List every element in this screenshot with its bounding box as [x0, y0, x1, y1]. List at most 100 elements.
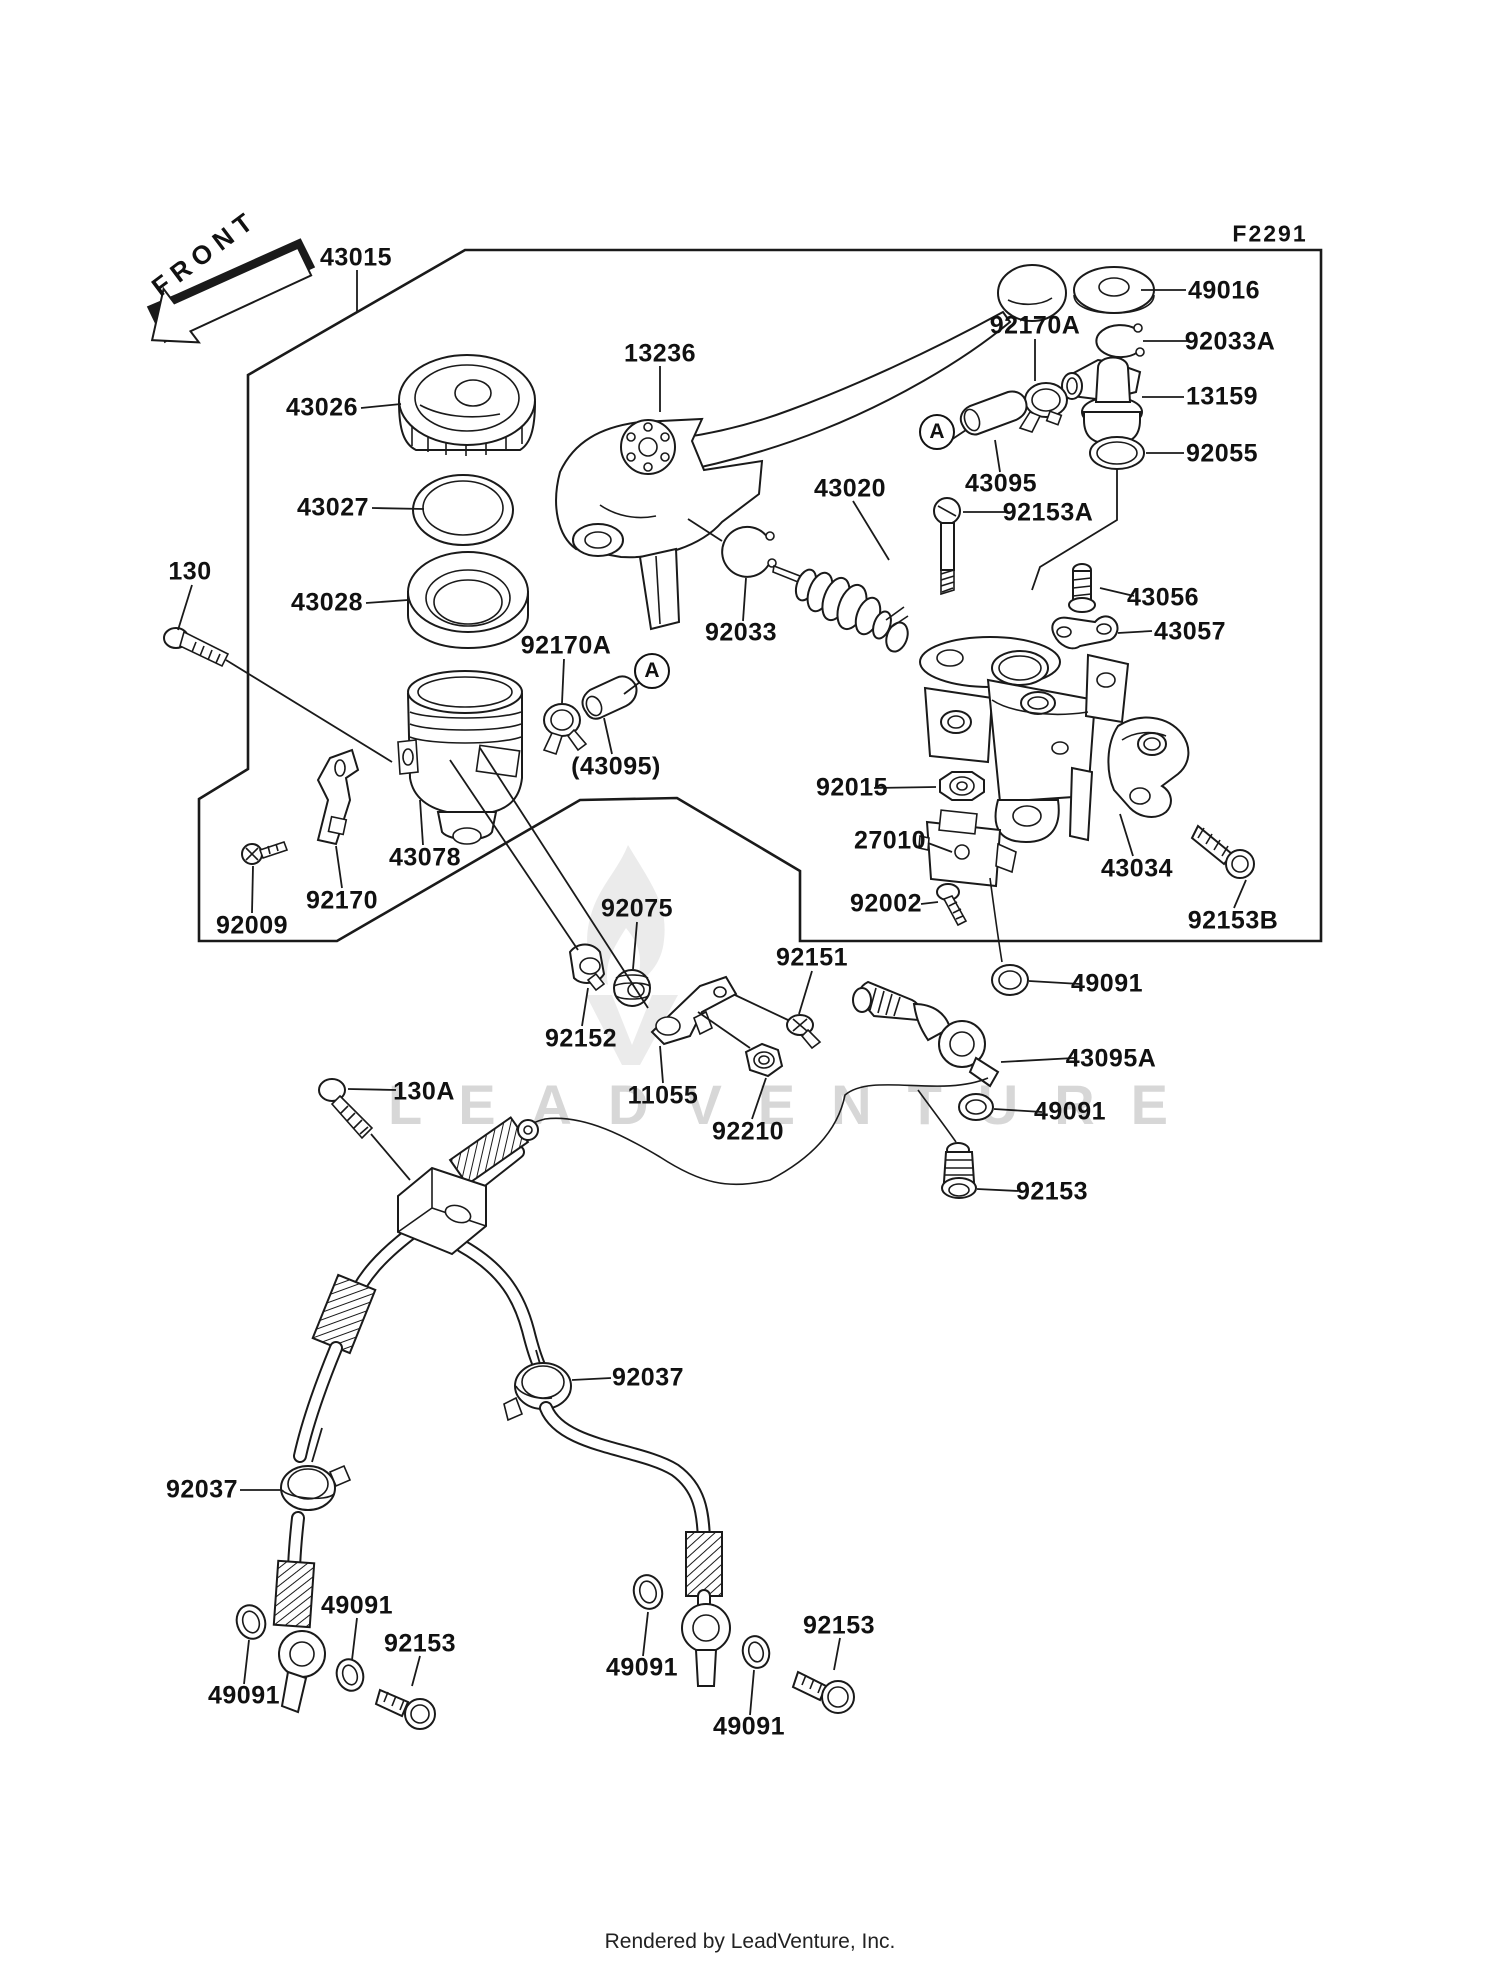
bolt-92153-bottom-left	[374, 1688, 436, 1730]
part-label-92153-35: 92153	[1015, 1177, 1089, 1206]
switch-27010	[918, 809, 1017, 888]
part-label-92210-31: 92210	[711, 1117, 785, 1146]
part-label-92153-44: 92153	[802, 1611, 876, 1640]
part-label-43057-16: 43057	[1153, 617, 1227, 646]
screw-92002	[936, 883, 968, 927]
part-label-13159-9: 13159	[1185, 382, 1259, 411]
circle-marker-A-0: A	[919, 414, 955, 450]
washer-49091-c	[235, 1604, 267, 1640]
part-label-92002-24: 92002	[849, 889, 923, 918]
bolt-92153B	[1190, 824, 1255, 879]
part-label-43078-20: 43078	[388, 843, 462, 872]
part-label-92009-23: 92009	[215, 911, 289, 940]
part-label-49091-34: 49091	[1033, 1097, 1107, 1126]
part-label-92037-38: 92037	[165, 1475, 239, 1504]
cap-diaphragm-43028	[407, 551, 529, 650]
washer-49091-b	[958, 1093, 994, 1121]
front-arrow	[146, 238, 316, 344]
part-label-49091-41: 49091	[207, 1681, 281, 1710]
clamp-92037-left	[280, 1464, 352, 1511]
part-label-43020-13: 43020	[813, 474, 887, 503]
part-label-49016-7: 49016	[1187, 276, 1261, 305]
circle-marker-A-1: A	[634, 653, 670, 689]
screw-92151	[786, 1014, 822, 1050]
part-label-49091-43: 49091	[712, 1712, 786, 1741]
part-label-130A-36: 130A	[393, 1077, 455, 1106]
banjo-bolt-92153-right	[941, 1142, 977, 1199]
part-label-92033-14: 92033	[704, 618, 778, 647]
lower-left-hose	[272, 1273, 377, 1714]
clamp-92170A-mid	[542, 703, 588, 756]
bolt-130A	[318, 1078, 374, 1140]
washer-49091-e	[632, 1574, 664, 1610]
lever-arm-43057	[1051, 615, 1119, 650]
part-label-92170A-17: 92170A	[520, 631, 612, 660]
part-label-13236-1: 13236	[623, 339, 697, 368]
part-label-92152-29: 92152	[544, 1024, 618, 1053]
leader-lines	[177, 270, 1247, 1716]
bolt-130	[163, 627, 230, 668]
part-label-92037-37: 92037	[611, 1363, 685, 1392]
part-label-43026-2: 43026	[285, 393, 359, 422]
bleeder-valve-43056	[1068, 563, 1096, 613]
part-label-49091-42: 49091	[605, 1653, 679, 1682]
hose-splitter	[345, 1116, 547, 1375]
screw-92009	[241, 840, 289, 865]
washer-49091-a	[991, 964, 1029, 996]
master-cylinder-body	[919, 636, 1130, 844]
clamp-92037-right	[503, 1362, 572, 1422]
part-label-92153B-26: 92153B	[1187, 906, 1279, 935]
figure-code: F2291	[1232, 220, 1308, 247]
part-label-11055-30: 11055	[627, 1081, 699, 1110]
flame-logo-watermark	[586, 845, 678, 1065]
part-label-43034-25: 43034	[1100, 854, 1174, 883]
part-label-43028-4: 43028	[290, 588, 364, 617]
clamp-92170A-top	[1018, 382, 1068, 433]
part-label-49091-39: 49091	[320, 1591, 394, 1620]
part-label-92151-27: 92151	[775, 943, 849, 972]
lower-center-hose	[539, 1401, 731, 1687]
bolt-92153-bottom-center	[791, 1670, 855, 1714]
reservoir-cap-43026	[397, 354, 537, 456]
washer-49016	[1073, 266, 1155, 314]
part-label-27010-21: 27010	[853, 826, 927, 855]
washer-49091-f	[741, 1635, 771, 1669]
brake-lever-13236	[555, 264, 1067, 631]
footer-credit: Rendered by LeadVenture, Inc.	[604, 1930, 896, 1953]
hose-fitting-13159	[1061, 356, 1143, 446]
part-label-43027-3: 43027	[296, 493, 370, 522]
part-label-92075-28: 92075	[600, 894, 674, 923]
part-label-130-5: 130	[168, 557, 212, 586]
part-label-43095A-33: 43095A	[1065, 1044, 1157, 1073]
banjo-fitting-43095A	[852, 980, 1000, 1088]
part-label-92055-10: 92055	[1185, 439, 1259, 468]
part-label-49091-32: 49091	[1070, 969, 1144, 998]
part-label-92170A-6: 92170A	[989, 311, 1081, 340]
washer-49091-d	[335, 1658, 365, 1692]
nut-92015	[939, 771, 985, 801]
damper-tube-43095-top	[959, 390, 1028, 436]
o-ring-92055	[1089, 436, 1145, 470]
piston-assembly-43020	[772, 564, 909, 653]
e-clip-92033	[721, 525, 777, 578]
bracket-92170	[316, 748, 360, 846]
damper-92075	[613, 969, 651, 1007]
damper-tube-43095-mid	[581, 675, 638, 720]
hose-routing-line	[524, 877, 1003, 1186]
part-label-43095-18: (43095)	[571, 752, 661, 781]
handlebar-clamp-43034	[1107, 716, 1190, 818]
part-label-92153A-12: 92153A	[1002, 498, 1094, 527]
part-label-92015-19: 92015	[815, 773, 889, 802]
circlip-92033A	[1095, 323, 1145, 359]
grommet-92152	[568, 943, 606, 992]
cap-diaphragm-plate-43027	[412, 474, 514, 546]
part-label-92170-22: 92170	[305, 886, 379, 915]
screw-92153A	[933, 497, 961, 596]
part-label-92033A-8: 92033A	[1184, 327, 1276, 356]
part-label-43095-11: 43095	[964, 469, 1038, 498]
part-label-43015-0: 43015	[319, 243, 393, 272]
nut-92210	[744, 1042, 784, 1078]
reservoir-body-43078	[397, 670, 523, 845]
